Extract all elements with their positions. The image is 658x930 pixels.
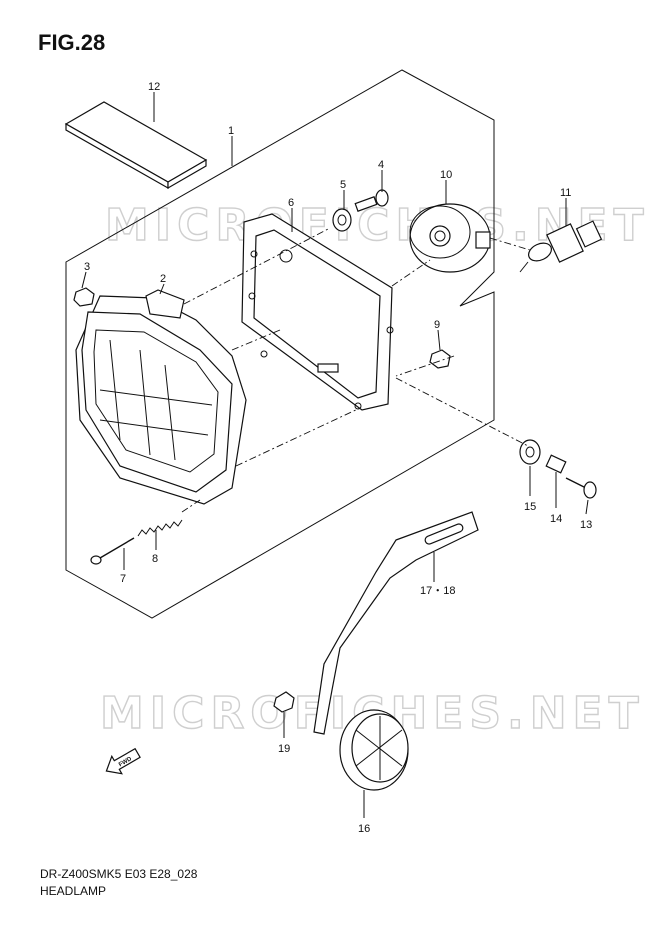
part-19-nut[interactable] bbox=[273, 691, 295, 713]
part-3-nut[interactable] bbox=[73, 287, 95, 307]
callout-11: 11 bbox=[560, 187, 571, 199]
section-name: HEADLAMP bbox=[40, 884, 107, 898]
part-7-adjusting-screw[interactable] bbox=[90, 537, 135, 565]
callout-16: 16 bbox=[358, 823, 370, 835]
callout-15: 15 bbox=[524, 501, 536, 513]
callout-17-18: 17・18 bbox=[420, 585, 455, 597]
part-13-bolt[interactable] bbox=[565, 477, 597, 499]
figure-title: FIG.28 bbox=[38, 30, 106, 55]
callout-19: 19 bbox=[278, 743, 290, 755]
callout-9: 9 bbox=[434, 319, 440, 331]
part-8-spring[interactable] bbox=[137, 519, 183, 537]
callout-3: 3 bbox=[84, 261, 90, 273]
callout-13: 13 bbox=[580, 519, 592, 531]
callout-10: 10 bbox=[440, 169, 452, 181]
part-9-nut[interactable] bbox=[429, 349, 451, 369]
part-16-reflector[interactable] bbox=[339, 709, 409, 791]
callout-2: 2 bbox=[160, 273, 166, 285]
part-15-grommet[interactable] bbox=[519, 439, 541, 465]
part-17-18-headlamp-bracket[interactable] bbox=[313, 511, 479, 735]
callout-5: 5 bbox=[340, 179, 346, 191]
callout-14: 14 bbox=[550, 513, 562, 525]
part-6-headlamp-rim[interactable] bbox=[241, 213, 394, 411]
callout-12: 12 bbox=[148, 81, 160, 93]
callout-6: 6 bbox=[288, 197, 294, 209]
model-code: DR-Z400SMK5 E03 E28_028 bbox=[40, 867, 198, 881]
part-5-grommet[interactable] bbox=[332, 208, 352, 232]
callout-1: 1 bbox=[228, 125, 234, 137]
part-10-socket-cover[interactable] bbox=[409, 203, 491, 273]
callout-7: 7 bbox=[120, 573, 126, 585]
callout-4: 4 bbox=[378, 159, 384, 171]
part-12-label-sheet[interactable] bbox=[64, 101, 208, 190]
part-11-bulb[interactable] bbox=[519, 220, 603, 273]
part-14-collar[interactable] bbox=[545, 454, 567, 474]
callout-8: 8 bbox=[152, 553, 158, 565]
part-4-screw[interactable] bbox=[354, 189, 389, 212]
fwd-arrow-icon: FWD bbox=[105, 747, 141, 775]
assembly-outline bbox=[65, 69, 495, 619]
part-2-headlamp-unit[interactable] bbox=[75, 289, 247, 505]
